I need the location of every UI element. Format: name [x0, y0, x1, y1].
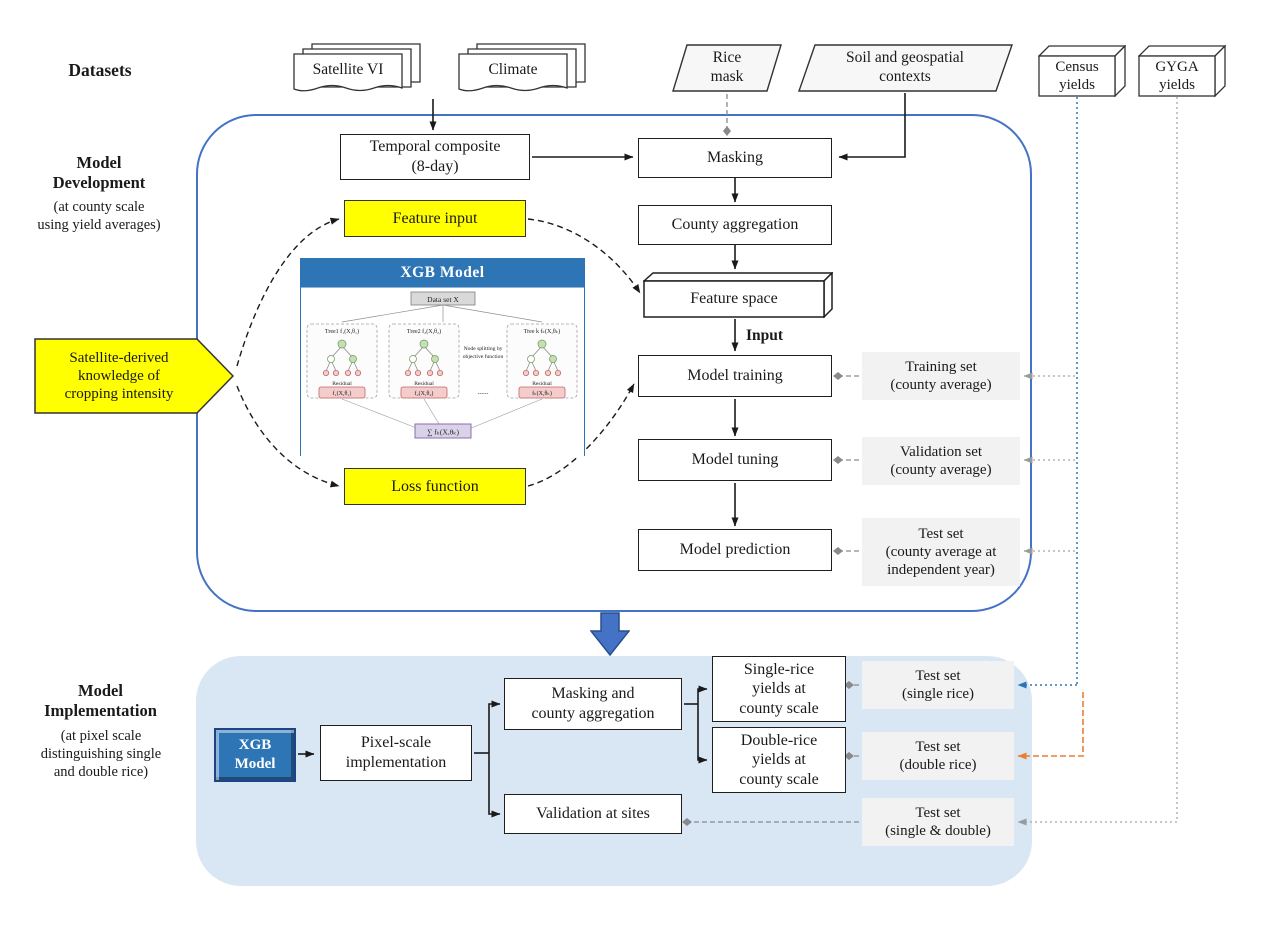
xgb-tree1-label: Tree1 f₁(X,θ₁) — [325, 328, 359, 335]
xgb-residual-k: Residual — [532, 381, 552, 387]
xgb-tree2-label: Tree2 f₂(X,θ₂) — [407, 328, 441, 335]
feature-input-box: Feature input — [344, 200, 526, 237]
xgboost-figure: Data set X Tree1 f₁(X,θ₁) Tree2 f₂(X,θ₂)… — [306, 291, 578, 439]
xgb-node-splitting-line1: Node splitting by — [464, 346, 503, 352]
xgb-node-splitting-line2: objective function — [463, 353, 504, 360]
gyga-yields-label: GYGA yields — [1155, 59, 1199, 93]
pixel-scale-box: Pixel-scale implementation — [320, 725, 472, 781]
cube-icon — [1038, 45, 1126, 97]
implementation-title: Model Implementation — [44, 680, 157, 720]
xgb-model-panel: XGB Model Data set X Tree1 f₁(X,θ₁) Tree… — [300, 258, 585, 457]
xgb-panel-title: XGB Model — [301, 259, 584, 287]
xgb-leaf1-label: f₁(X,θ₁) — [333, 390, 352, 397]
census-yields-label: Census yields — [1055, 59, 1099, 93]
xgb-dataset-label: Data set X — [427, 295, 459, 304]
parallelogram-icon — [798, 44, 1013, 92]
double-rice-box: Double-rice yields at county scale — [712, 727, 846, 793]
loss-function-box: Loss function — [344, 468, 526, 505]
test-double-box: Test set (double rice) — [862, 732, 1014, 780]
validation-set-box: Validation set (county average) — [862, 437, 1020, 485]
county-aggregation-box: County aggregation — [638, 205, 832, 245]
masking-aggregation-box: Masking and county aggregation — [504, 678, 682, 730]
training-set-box: Training set (county average) — [862, 352, 1020, 400]
temporal-composite-box: Temporal composite (8-day) — [340, 134, 530, 180]
document-stack-icon — [293, 43, 421, 92]
climate-label: Climate — [488, 60, 538, 78]
satellite-vi-dataset: Satellite VI — [290, 42, 425, 100]
datasets-label: Datasets — [68, 60, 132, 81]
soil-context-label: Soil and geospatial contexts — [846, 49, 964, 85]
xgb-treek-label: Tree k fₖ(X,θₖ) — [524, 328, 561, 335]
pentagon-arrow-icon — [34, 338, 234, 414]
development-title: Model Development — [52, 152, 146, 192]
satellite-knowledge-label: Satellite-derived knowledge of cropping … — [64, 350, 174, 402]
test-single-double-box: Test set (single & double) — [862, 798, 1014, 846]
xgb-figure-graphics: Data set X Tree1 f₁(X,θ₁) Tree2 f₂(X,θ₂)… — [306, 291, 578, 439]
cube-icon — [1138, 45, 1226, 97]
census-yields-dataset: Census yields — [1038, 45, 1126, 97]
single-rice-box: Single-rice yields at county scale — [712, 656, 846, 722]
xgb-sum-label: ∑ fₖ(X,θₖ) — [427, 428, 459, 437]
xgb-figure-body: Data set X Tree1 f₁(X,θ₁) Tree2 f₂(X,θ₂)… — [301, 287, 584, 457]
climate-dataset: Climate — [455, 42, 590, 100]
feature-space-node: Feature space — [643, 272, 833, 318]
satellite-knowledge-callout: Satellite-derived knowledge of cropping … — [34, 338, 234, 414]
model-prediction-box: Model prediction — [638, 529, 832, 571]
test-single-box: Test set (single rice) — [862, 661, 1014, 709]
input-label: Input — [746, 326, 784, 344]
implementation-subtitle: (at pixel scale distinguishing single an… — [40, 728, 162, 780]
document-stack-icon — [458, 43, 586, 92]
satellite-vi-label: Satellite VI — [312, 60, 384, 78]
model-tuning-box: Model tuning — [638, 439, 832, 481]
xgb-leafk-label: fₖ(X,θₖ) — [532, 390, 552, 397]
model-training-box: Model training — [638, 355, 832, 397]
section-flow-arrow — [590, 612, 630, 656]
xgb-model-button: XGB Model — [214, 728, 296, 782]
xgb-residual-1: Residual — [332, 381, 352, 387]
parallelogram-icon — [672, 44, 782, 92]
xgb-residual-2: Residual — [414, 381, 434, 387]
soil-context-dataset: Soil and geospatial contexts — [798, 44, 1013, 92]
test-set-box: Test set (county average at independent … — [862, 518, 1020, 586]
rice-mask-label: Rice mask — [710, 49, 744, 85]
rice-mask-dataset: Rice mask — [672, 44, 782, 92]
gyga-yields-dataset: GYGA yields — [1138, 45, 1226, 97]
dotted-gyga-to-testsd — [1017, 97, 1178, 826]
feature-space-label: Feature space — [690, 290, 778, 308]
xgb-leaf2-label: f₂(X,θ₂) — [415, 390, 434, 397]
xgb-dots: ...... — [477, 387, 488, 396]
cube-icon — [643, 272, 833, 318]
masking-box: Masking — [638, 138, 832, 178]
validation-sites-box: Validation at sites — [504, 794, 682, 834]
development-subtitle: (at county scale using yield averages) — [37, 199, 161, 233]
down-arrow-icon — [590, 612, 630, 656]
